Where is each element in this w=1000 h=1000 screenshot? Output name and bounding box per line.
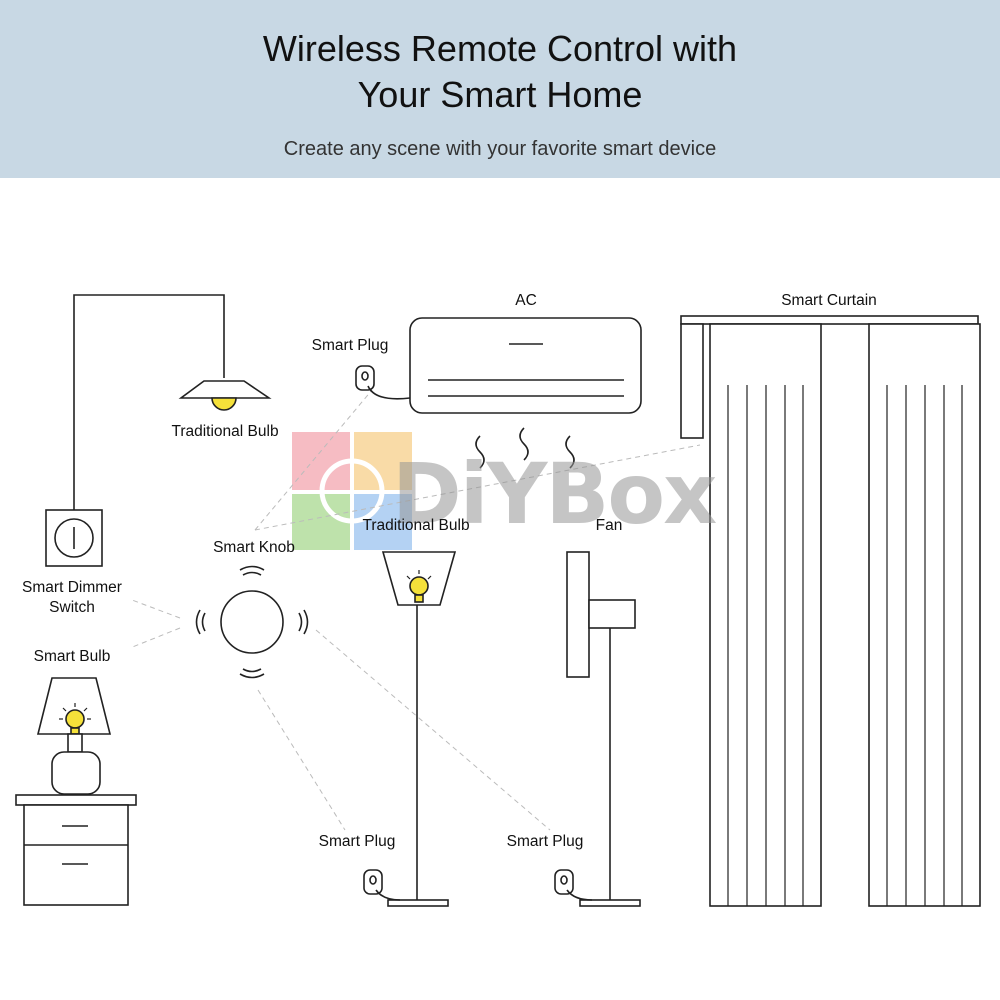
watermark-square-green [292, 494, 350, 550]
label-smart-knob: Smart Knob [213, 539, 295, 556]
page-title: Wireless Remote Control with Your Smart … [0, 26, 1000, 118]
air-conditioner-icon [409, 317, 642, 414]
title-line-2: Your Smart Home [357, 74, 643, 115]
floor-lamp-smart-plug-icon [363, 869, 401, 901]
label-smart-dimmer-line-2: Switch [49, 599, 95, 616]
smart-dimmer-switch-icon [45, 509, 103, 567]
label-smart-dimmer-line-1: Smart Dimmer [22, 579, 122, 596]
page-subtitle: Create any scene with your favorite smar… [283, 138, 717, 160]
ac-smart-plug-icon [355, 365, 411, 400]
label-ac: AC [515, 292, 537, 309]
label-smart-dimmer-switch: Smart Dimmer Switch [22, 578, 122, 618]
watermark-logo-icon [292, 432, 412, 550]
label-smart-plug-fan: Smart Plug [506, 833, 584, 850]
label-smart-plug-floor-lamp: Smart Plug [318, 833, 396, 850]
floor-lamp-icon [381, 551, 457, 907]
connection-lines [129, 389, 701, 831]
nightstand-lamp [15, 677, 137, 906]
header-banner: Wireless Remote Control with Your Smart … [0, 0, 1000, 178]
label-smart-curtain: Smart Curtain [781, 292, 877, 309]
fan-icon [566, 551, 641, 907]
title-line-1: Wireless Remote Control with [262, 28, 738, 69]
label-smart-bulb: Smart Bulb [33, 648, 111, 665]
curtain-pleats [727, 385, 963, 906]
label-fan: Fan [595, 517, 623, 534]
smart-curtain-icon [680, 315, 981, 907]
watermark-text: DiYBox [392, 445, 717, 543]
smart-knob-icon [195, 565, 309, 679]
label-smart-plug-ac: Smart Plug [311, 337, 389, 354]
watermark-square-blue [354, 494, 412, 550]
airflow-wave-icons [475, 427, 575, 469]
pendant-lamp [73, 294, 272, 510]
label-traditional-bulb-pendant: Traditional Bulb [171, 423, 279, 440]
fan-smart-plug-icon [554, 869, 593, 901]
label-traditional-bulb-floor: Traditional Bulb [362, 517, 470, 534]
